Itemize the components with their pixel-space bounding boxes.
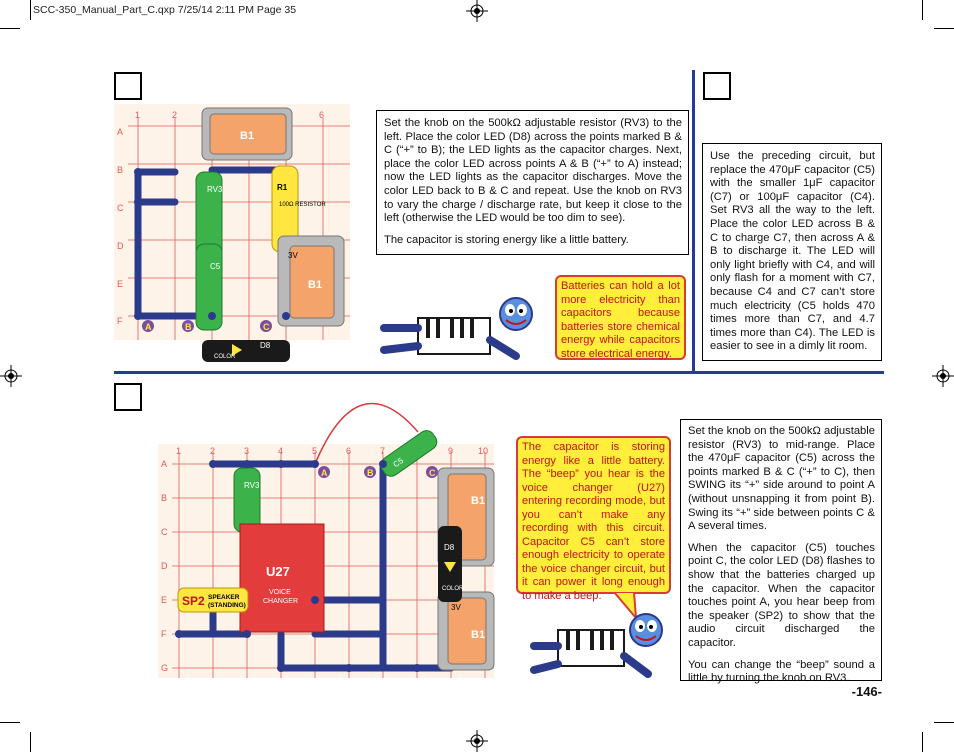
row-label: C bbox=[117, 203, 124, 213]
print-slug: SCC-350_Manual_Part_C.qxp 7/25/14 2:11 P… bbox=[33, 4, 297, 16]
speaker-label: SP2 bbox=[182, 594, 205, 608]
voice-changer-text: VOICE bbox=[269, 589, 291, 596]
description-paragraph: You can change the “beep” sound a little… bbox=[688, 658, 875, 685]
column-label: 6 bbox=[346, 446, 351, 456]
column-label: 6 bbox=[319, 110, 324, 120]
trim-mark bbox=[922, 732, 923, 752]
column-label: 9 bbox=[448, 446, 453, 456]
callout-box: The capacitor is storing energy like a l… bbox=[516, 436, 671, 602]
page-number: -146- bbox=[851, 684, 882, 699]
column-label: 4 bbox=[278, 446, 283, 456]
voltage-label: 3V bbox=[451, 603, 461, 612]
column-label: 2 bbox=[210, 446, 215, 456]
trim-mark bbox=[922, 0, 923, 20]
trim-mark bbox=[30, 732, 31, 752]
point-label: C bbox=[263, 322, 270, 332]
resistor-label: R1 bbox=[277, 183, 288, 192]
rv-label: RV3 bbox=[244, 481, 260, 490]
led-label: D8 bbox=[444, 543, 455, 552]
capacitor-label: C5 bbox=[210, 262, 221, 271]
trim-mark bbox=[0, 28, 20, 29]
trim-mark bbox=[934, 722, 954, 723]
description-paragraph: When the capacitor (C5) touches point C,… bbox=[688, 541, 875, 649]
project-description: Set the knob on the 500kΩ adjustable res… bbox=[376, 110, 689, 255]
circuit-diagram-top: 1 2 6 A B C D E F B1 RV3 C5 R1 100Ω RESI… bbox=[114, 104, 350, 362]
project-number-box bbox=[703, 72, 731, 100]
battery-label: B1 bbox=[471, 495, 485, 507]
column-label: 7 bbox=[380, 446, 385, 456]
speaker-text: (STANDING) bbox=[208, 602, 246, 609]
led-label: D8 bbox=[260, 341, 271, 350]
column-label: 3 bbox=[244, 446, 249, 456]
row-label: A bbox=[117, 127, 123, 137]
description-paragraph: The capacitor is storing energy like a l… bbox=[384, 233, 629, 246]
row-label: E bbox=[161, 595, 167, 605]
section-divider bbox=[114, 371, 884, 374]
row-label: F bbox=[117, 316, 123, 326]
column-divider bbox=[692, 70, 695, 371]
robot-mascot-icon bbox=[380, 297, 533, 360]
row-label: E bbox=[117, 279, 123, 289]
row-label: B bbox=[161, 493, 167, 503]
rv-label: RV3 bbox=[207, 185, 223, 194]
column-label: 2 bbox=[172, 110, 177, 120]
callout-pointer-icon bbox=[612, 592, 638, 622]
column-label: 5 bbox=[312, 446, 317, 456]
project-number-box bbox=[114, 383, 142, 411]
registration-mark-icon bbox=[932, 365, 954, 387]
registration-mark-icon bbox=[466, 730, 488, 752]
point-label: A bbox=[145, 322, 152, 332]
robot-mascot-icon bbox=[530, 613, 663, 678]
registration-mark-icon bbox=[0, 365, 22, 387]
row-label: A bbox=[161, 459, 167, 469]
project-number-box bbox=[114, 72, 142, 100]
battery-label: B1 bbox=[240, 130, 254, 142]
trim-mark bbox=[934, 28, 954, 29]
point-label: B bbox=[367, 468, 374, 478]
description-paragraph: Set the knob on the 500kΩ adjustable res… bbox=[688, 425, 875, 533]
row-label: D bbox=[117, 241, 124, 251]
row-label: F bbox=[161, 629, 167, 639]
circuit-diagram-bottom: 1 2 3 4 5 6 7 8 9 10 A B C D E F G RV3 C… bbox=[158, 402, 495, 678]
column-label: 1 bbox=[135, 110, 140, 120]
project-description: Use the preceding circuit, but replace t… bbox=[702, 143, 882, 361]
battery-label: B1 bbox=[471, 629, 485, 641]
voice-changer-text: CHANGER bbox=[263, 598, 298, 605]
project-description: Set the knob on the 500kΩ adjustable res… bbox=[680, 419, 882, 684]
battery-label: B1 bbox=[308, 279, 322, 291]
row-label: D bbox=[161, 561, 168, 571]
trim-mark bbox=[0, 722, 20, 723]
trim-mark bbox=[30, 0, 31, 20]
description-paragraph: Set the knob on the 500kΩ adjustable res… bbox=[384, 117, 682, 225]
point-label: C bbox=[429, 468, 436, 478]
row-label: C bbox=[161, 527, 168, 537]
row-label: B bbox=[117, 165, 123, 175]
led-sub-label: COLOR bbox=[442, 586, 464, 592]
row-label: G bbox=[161, 663, 168, 673]
voltage-label: 3V bbox=[288, 251, 298, 260]
resistor-text: 100Ω RESISTOR bbox=[279, 202, 326, 208]
point-label: B bbox=[185, 322, 192, 332]
registration-mark-icon bbox=[466, 0, 488, 22]
speaker-text: SPEAKER bbox=[208, 594, 240, 601]
column-label: 10 bbox=[478, 446, 488, 456]
callout-box: Batteries can hold a lot more electricit… bbox=[555, 275, 686, 360]
voice-changer-label: U27 bbox=[266, 564, 290, 579]
point-label: A bbox=[321, 468, 328, 478]
column-label: 1 bbox=[176, 446, 181, 456]
led-sub-label: COLOR bbox=[214, 354, 236, 360]
